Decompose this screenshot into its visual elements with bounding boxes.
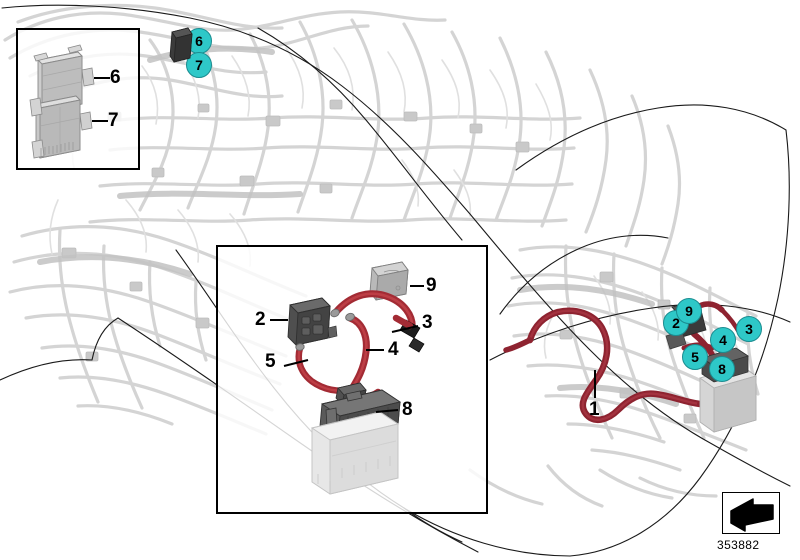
- badge-cluster-3-label: 3: [745, 321, 753, 337]
- callout-label-9: 9: [426, 275, 437, 296]
- badge-cluster-9[interactable]: 9: [676, 298, 702, 324]
- callout-label-4: 4: [388, 339, 399, 360]
- callout-label-3: 3: [422, 312, 433, 333]
- diagram-id-number: 353882: [717, 538, 760, 552]
- orientation-marker-box: [722, 492, 780, 534]
- badge-cluster-9-label: 9: [685, 303, 693, 319]
- badge-cluster-5[interactable]: 5: [682, 344, 708, 370]
- badge-cluster-5-label: 5: [691, 349, 699, 365]
- badge-7-label: 7: [195, 57, 203, 73]
- callout-label-1: 1: [589, 399, 600, 420]
- badge-cluster-8-label: 8: [718, 361, 726, 377]
- badge-cluster-2-label: 2: [672, 315, 680, 331]
- badge-cluster-4[interactable]: 4: [710, 327, 736, 353]
- callout-label-6: 6: [110, 67, 121, 88]
- badge-6-label: 6: [195, 33, 203, 49]
- callout-label-2: 2: [255, 309, 266, 330]
- badge-cluster-8[interactable]: 8: [709, 356, 735, 382]
- callout-label-8: 8: [402, 399, 413, 420]
- arrow-marker-icon: [730, 498, 774, 532]
- callout-label-7: 7: [108, 110, 119, 131]
- badge-cluster-3[interactable]: 3: [736, 316, 762, 342]
- callout-label-5: 5: [265, 351, 276, 372]
- badge-cluster-4-label: 4: [719, 332, 727, 348]
